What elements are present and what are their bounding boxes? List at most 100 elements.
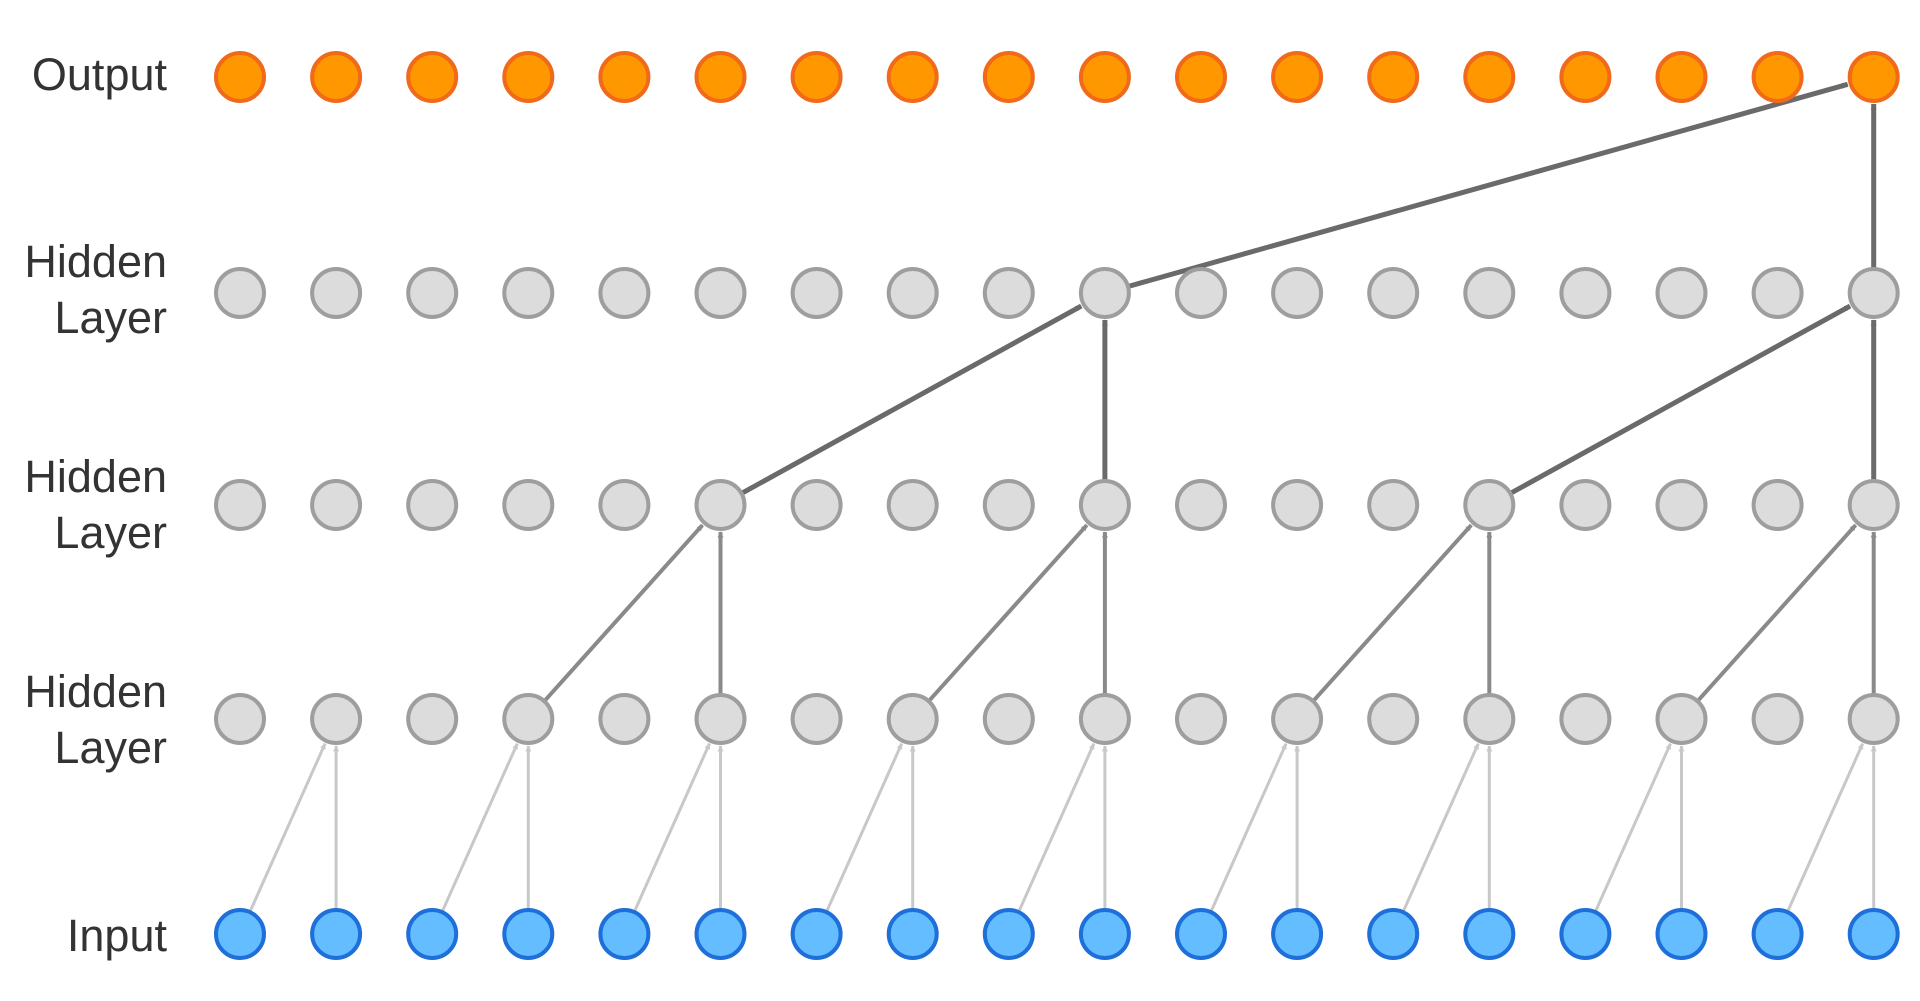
output-node <box>1367 51 1420 103</box>
output-node <box>694 51 747 103</box>
hidden-layer-2-node <box>982 479 1035 531</box>
hidden-layer-3-node <box>694 267 747 319</box>
output-node <box>310 51 363 103</box>
edge-hidden1-to-hidden2-diagonal <box>927 523 1089 702</box>
hidden-layer-3-node <box>1367 267 1420 319</box>
hidden-layer-1-node <box>982 693 1035 745</box>
hidden-layer-2-node <box>406 479 459 531</box>
input-node <box>502 908 555 960</box>
output-node <box>1078 51 1131 103</box>
edge-hidden2-to-hidden3-diagonal <box>741 303 1083 496</box>
hidden-layer-1-node <box>502 693 555 745</box>
input-node <box>310 908 363 960</box>
hidden-layer-3-node <box>502 267 555 319</box>
edge-input-to-hidden1-diagonal <box>1209 743 1288 912</box>
connection-edges <box>248 81 1877 912</box>
hidden-layer-2-node <box>1367 479 1420 531</box>
hidden-layer-1-node <box>1271 693 1324 745</box>
edge-hidden1-to-hidden2-diagonal <box>1696 523 1858 702</box>
hidden-layer-1-node <box>1847 693 1900 745</box>
input-node <box>886 908 939 960</box>
hidden-layer-3-node <box>1847 267 1900 319</box>
output-node <box>982 51 1035 103</box>
hidden-layer-1-node <box>886 693 939 745</box>
input-node <box>1078 908 1131 960</box>
hidden-layer-1-node <box>1078 693 1131 745</box>
edge-input-to-hidden1-diagonal <box>441 743 519 912</box>
hidden-layer-1-node <box>310 693 363 745</box>
hidden-layer-3-node <box>1463 267 1516 319</box>
hidden-layer-1-node <box>1463 693 1516 745</box>
hidden-layer-1-node <box>1559 693 1612 745</box>
input-node <box>1367 908 1420 960</box>
hidden-layer-2-node <box>790 479 843 531</box>
hidden-layer-2-node <box>1078 479 1131 531</box>
hidden-layer-2-node <box>502 479 555 531</box>
output-node <box>1655 51 1708 103</box>
input-node <box>1655 908 1708 960</box>
hidden-layer-2-node <box>1463 479 1516 531</box>
hidden-layer-2-node <box>886 479 939 531</box>
hidden-layer-1-label-line1: Hidden <box>24 666 167 717</box>
output-node <box>598 51 651 103</box>
layer-labels: Output Hidden Layer Hidden Layer Hidden … <box>24 49 167 961</box>
hidden-layer-2-node <box>214 479 266 531</box>
hidden-layer-2-node <box>1655 479 1708 531</box>
hidden-layer-3-node <box>406 267 459 319</box>
hidden-layer-1-node <box>1655 693 1708 745</box>
output-node <box>214 51 266 103</box>
input-node <box>1271 908 1324 960</box>
hidden-layer-2-label-line1: Hidden <box>24 451 167 502</box>
hidden-layer-2-node <box>1847 479 1900 531</box>
hidden-layer-1-node <box>1175 693 1227 745</box>
hidden-layer-1-node <box>1751 693 1804 745</box>
output-node <box>502 51 555 103</box>
hidden-layer-2-label-line2: Layer <box>54 507 167 558</box>
edge-hidden1-to-hidden2-diagonal <box>543 523 704 702</box>
input-node <box>1751 908 1804 960</box>
hidden-layer-3-node <box>1559 267 1612 319</box>
output-node <box>1175 51 1227 103</box>
input-node <box>1559 908 1612 960</box>
edge-hidden3-to-output-diagonal <box>1128 81 1849 289</box>
edge-input-to-hidden1-diagonal <box>633 743 711 912</box>
output-node <box>1751 51 1804 103</box>
input-node <box>982 908 1035 960</box>
hidden-layer-3-label-line1: Hidden <box>24 236 167 287</box>
input-node <box>790 908 843 960</box>
output-node <box>406 51 459 103</box>
hidden-layer-3-node <box>790 267 843 319</box>
hidden-layer-1-node <box>214 693 266 745</box>
hidden-layer-1-label-line2: Layer <box>54 722 167 773</box>
input-node <box>1463 908 1516 960</box>
output-node <box>1847 51 1900 103</box>
input-layer-label: Input <box>67 910 168 961</box>
hidden-layer-1-node <box>694 693 747 745</box>
input-node <box>406 908 459 960</box>
hidden-layer-3-node <box>1751 267 1804 319</box>
output-node <box>886 51 939 103</box>
hidden-layer-2-node <box>1751 479 1804 531</box>
hidden-layer-3-label-line2: Layer <box>54 292 167 343</box>
hidden-layer-3-node <box>1655 267 1708 319</box>
input-node <box>214 908 266 960</box>
hidden-layer-2-node <box>1175 479 1227 531</box>
input-node <box>598 908 651 960</box>
hidden-layer-1-node <box>406 693 459 745</box>
hidden-layer-3-node <box>1175 267 1227 319</box>
hidden-layer-1-node <box>598 693 651 745</box>
hidden-layer-3-node <box>310 267 363 319</box>
edge-input-to-hidden1-diagonal <box>248 743 327 912</box>
output-layer-label: Output <box>32 49 168 100</box>
hidden-layer-2-node <box>1559 479 1612 531</box>
hidden-layer-3-node <box>214 267 266 319</box>
hidden-layer-1-node <box>790 693 843 745</box>
hidden-layer-1-node <box>1367 693 1420 745</box>
edge-hidden1-to-hidden2-diagonal <box>1312 523 1473 702</box>
hidden-layer-2-node <box>310 479 363 531</box>
output-node <box>1559 51 1612 103</box>
edge-input-to-hidden1-diagonal <box>1786 743 1865 912</box>
output-node <box>1463 51 1516 103</box>
input-node <box>694 908 747 960</box>
